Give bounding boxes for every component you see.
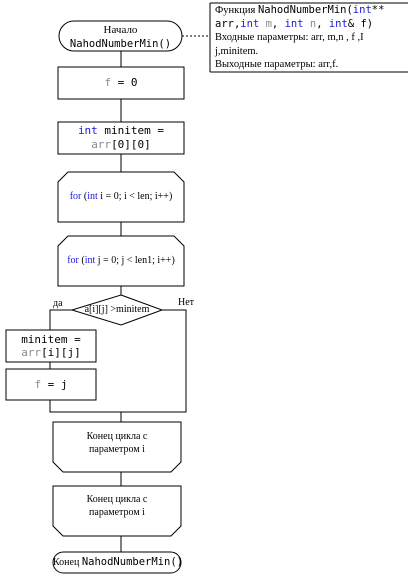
process-assign-minitem (5, 329, 97, 363)
process-minitem-init (57, 121, 185, 155)
minitem-decl: minitem = (97, 124, 165, 137)
assign-minitem-index: [i][j] (41, 346, 81, 359)
int-keyword: int (87, 191, 98, 202)
loop-j-begin (57, 235, 185, 287)
loop-j-text: for (int j = 0; j < len1; i++) (67, 255, 175, 266)
f-init-text: f = 0 (58, 76, 184, 89)
function-signature: Функция NahodNumberMin(int** arr,int m, … (215, 4, 385, 30)
loop-i-text: for (int i = 0; i < len; i++) (69, 191, 173, 202)
arr-var: arr (91, 138, 112, 151)
assign-f-text: f = j (6, 378, 96, 391)
process-f-init (57, 66, 185, 100)
end-function-name: NahodNumberMin() (81, 556, 183, 568)
loop-end-2 (52, 485, 182, 537)
decision-diamond (70, 294, 164, 326)
output-params: Выходные параметры: arr,f. (215, 59, 339, 70)
process-assign-f (5, 368, 97, 401)
end-terminator (52, 551, 182, 574)
loop-end-2-text: Конец цикла с параметром i (86, 494, 148, 518)
start-word: Начало (103, 24, 138, 36)
minitem-index: [0][0] (111, 138, 151, 151)
int-keyword: int (84, 255, 96, 266)
no-label: Нет (178, 297, 195, 308)
loop-j-rest: j = 0; j < len1; i++) (95, 255, 175, 266)
int-keyword: int (77, 124, 98, 137)
for-keyword: for (67, 255, 79, 266)
minitem-init-text: int minitem = arr[0][0] (58, 124, 184, 152)
for-keyword: for (69, 191, 82, 202)
f-var: f (104, 76, 112, 89)
assign-minitem-text: minitem = arr[i][j] (6, 333, 96, 359)
function-annotation: Функция NahodNumberMin(int** arr,int m, … (215, 4, 407, 72)
yes-branch-line (49, 309, 72, 330)
assign-minitem-lhs: minitem = (21, 333, 81, 346)
f-init-op: = 0 (111, 76, 138, 89)
yes-merge-line (49, 400, 121, 413)
loop-end-1 (52, 421, 182, 473)
loop-end-1-text: Конец цикла с параметром i (86, 431, 148, 455)
yes-label: да (53, 298, 63, 309)
start-function-name: NahodNumberMin() (69, 38, 172, 50)
end-label: Конец NahodNumberMin() (53, 556, 183, 569)
assign-f-op: = j (41, 378, 68, 391)
input-params: Входные параметры: arr, m,n , f ,I j,min… (215, 32, 364, 57)
arr-var: arr (21, 346, 42, 359)
decision-text: a[i][j] >minitem (84, 304, 150, 315)
start-label: Начало NahodNumberMin() (59, 24, 182, 50)
f-var: f (34, 378, 42, 391)
loop-i-begin (57, 171, 185, 223)
no-branch-line (121, 309, 187, 413)
loop-i-rest: i = 0; i < len; i++) (97, 191, 173, 202)
end-word: Конец (53, 557, 82, 568)
